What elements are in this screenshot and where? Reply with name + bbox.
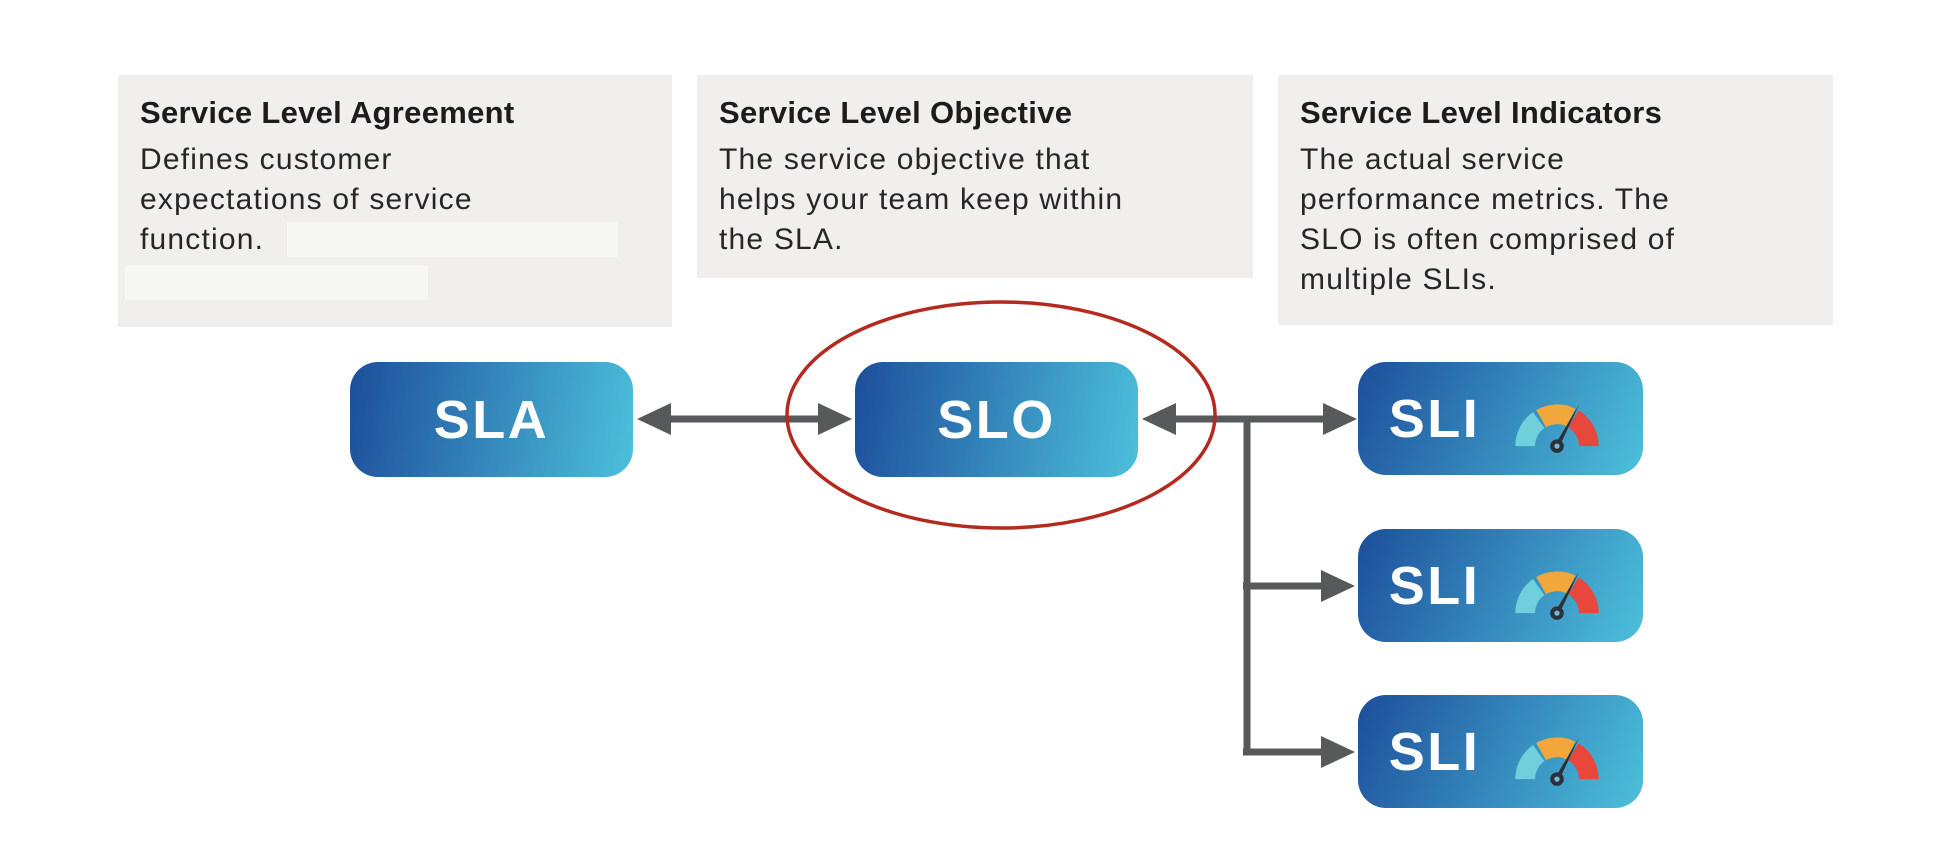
arrow-branch-sli-2	[1243, 570, 1355, 602]
gauge-arc-high	[1568, 742, 1599, 779]
node-label: SLO	[937, 389, 1056, 450]
gauge-arc-low	[1515, 578, 1545, 613]
arrowhead-right	[1323, 403, 1357, 435]
node-label: SLI	[1388, 388, 1481, 449]
arrow-sla-slo	[637, 403, 852, 435]
node-label: SLI	[1388, 555, 1481, 616]
gauge-arc-low	[1515, 411, 1545, 446]
node-sli-3: SLI	[1358, 695, 1643, 808]
panel-body-line: performance metrics. The	[1300, 183, 1671, 216]
slo-highlight-ellipse	[785, 300, 1217, 530]
gauge-arc-mid	[1536, 736, 1576, 760]
panel-sla-description: Service Level Agreement Defines customer…	[118, 75, 672, 327]
panel-sli-description: Service Level Indicators The actual serv…	[1278, 75, 1833, 325]
node-label: SLI	[1388, 721, 1481, 782]
node-sla: SLA	[350, 362, 633, 477]
arrow-branch-sli-3	[1243, 736, 1355, 768]
gauge-arc-mid	[1536, 570, 1576, 594]
gauge-meter-icon	[1515, 403, 1599, 453]
panel-body-line: expectations of service	[140, 183, 473, 216]
redacted-text-placeholder	[287, 222, 618, 257]
panel-title: Service Level Indicators	[1300, 95, 1663, 130]
panel-body-line: The actual service	[1300, 143, 1566, 176]
gauge-arc-mid	[1536, 403, 1576, 427]
panel-body-line: SLO is often comprised of	[1300, 223, 1676, 256]
gauge-meter-icon	[1515, 736, 1599, 786]
panel-body-line: The service objective that	[719, 143, 1091, 176]
gauge-needle	[1555, 736, 1580, 780]
panel-body-line: Defines customer	[140, 143, 393, 176]
gauge-arc-low	[1515, 744, 1545, 779]
gauge-arc-high	[1568, 576, 1599, 613]
node-label: SLA	[433, 389, 550, 450]
gauge-needle	[1555, 403, 1580, 447]
arrowhead-right	[1321, 570, 1355, 602]
panel-body-line: the SLA.	[719, 223, 844, 256]
gauge-pivot-hole	[1554, 775, 1560, 782]
arrowhead-left	[637, 403, 671, 435]
arrowhead-right	[818, 403, 852, 435]
gauge-pivot-hole	[1554, 442, 1560, 449]
node-sli-2: SLI	[1358, 529, 1643, 642]
arrowhead-left	[1142, 403, 1176, 435]
panel-title: Service Level Agreement	[140, 95, 515, 130]
gauge-arc-high	[1568, 409, 1599, 446]
gauge-needle	[1555, 570, 1580, 614]
panel-slo-description: Service Level Objective The service obje…	[697, 75, 1253, 278]
node-slo: SLO	[855, 362, 1138, 477]
arrowhead-right	[1321, 736, 1355, 768]
node-sli-1: SLI	[1358, 362, 1643, 475]
panel-body-line: multiple SLIs.	[1300, 263, 1497, 296]
panel-body-line: helps your team keep within	[719, 183, 1124, 216]
gauge-meter-icon	[1515, 570, 1599, 620]
gauge-pivot-hole	[1554, 609, 1560, 616]
panel-title: Service Level Objective	[719, 95, 1073, 130]
redacted-text-placeholder	[125, 265, 428, 300]
panel-body-line: function.	[140, 223, 265, 256]
